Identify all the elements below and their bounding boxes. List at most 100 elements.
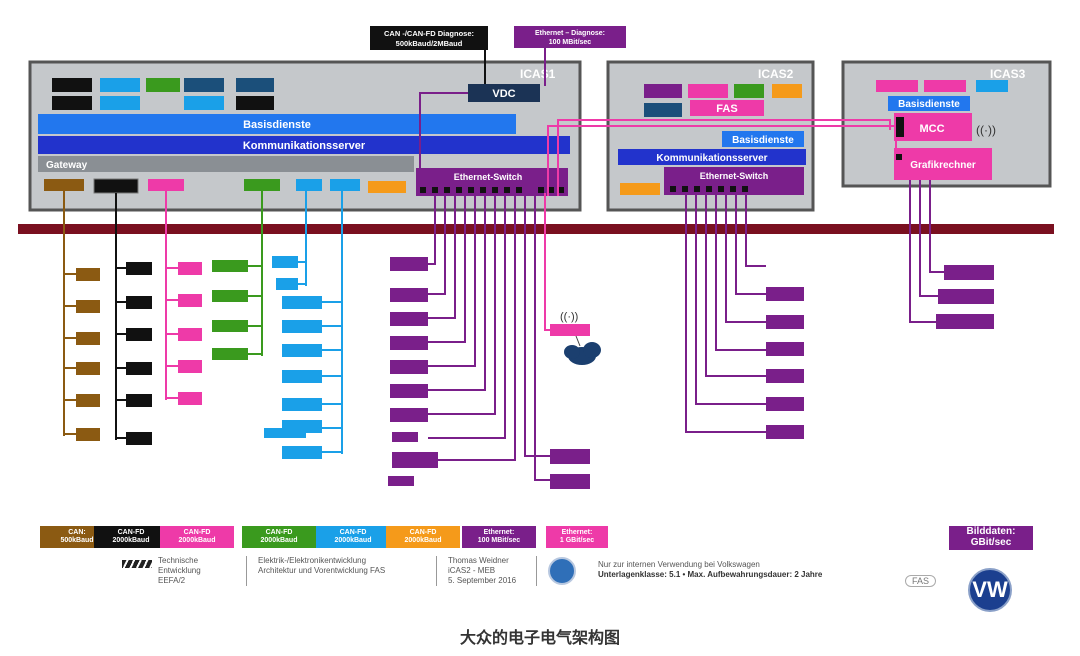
gateway-bus-connectors <box>44 178 406 194</box>
icas3-module-blocks <box>876 80 1008 92</box>
footer-notice: Nur zur internen Verwendung bei Volkswag… <box>598 560 822 580</box>
icas1-ethernet-branch <box>388 193 590 489</box>
architecture-diagram: ICAS1 ICAS2 ICAS3 CAN -/CAN-FD Diagnose:… <box>18 26 1054 489</box>
footer-notice-line2: Unterlagenklasse: 5.1 • Max. Aufbewahrun… <box>598 570 823 579</box>
bilddaten-legend: Bilddaten:GBit/sec <box>949 526 1033 550</box>
wlan-module <box>550 324 590 336</box>
canfd-green-branch <box>212 191 263 360</box>
footer-org-line3: EEFA/2 <box>158 576 186 585</box>
icas1-komm-bar <box>38 136 570 154</box>
legend-canfd-orange-line1: CAN-FD <box>409 529 437 536</box>
icas1-title: ICAS1 <box>520 67 556 81</box>
bilddaten-line1: Bilddaten: <box>966 526 1016 537</box>
fas-label: FAS <box>716 103 737 115</box>
footer-author-line2: iCAS2 - MEB <box>448 566 496 575</box>
icas2-basisdienste-label: Basisdienste <box>732 135 794 146</box>
wlan-cloud-link <box>575 335 581 347</box>
vdc-box <box>468 84 540 102</box>
footer-org-line2: Entwicklung <box>158 566 201 575</box>
bilddaten-line2: GBit/sec <box>970 537 1012 548</box>
icas2-title: ICAS2 <box>758 67 794 81</box>
canfd-blue-branch <box>264 191 343 459</box>
footer-separator-1 <box>246 556 247 586</box>
gateway-label: Gateway <box>46 160 88 171</box>
eth-diagnose-label-1: Ethernet – Diagnose: <box>535 30 605 37</box>
wlan-antenna-icon: ((·)) <box>560 311 578 323</box>
mcc-label: MCC <box>919 123 944 135</box>
icas2-orange-connector <box>620 183 660 195</box>
globe-icon <box>548 557 576 585</box>
fas-box <box>690 100 764 116</box>
footer-org-line1: Technische <box>158 556 199 565</box>
fas-car-icon: FAS <box>905 575 937 587</box>
footer-dept: Elektrik-/Elektronikentwicklung Architek… <box>258 556 385 576</box>
icas2-ethernet-switch-label: Ethernet-Switch <box>700 171 769 181</box>
icas2-switch-ports <box>670 186 748 192</box>
grafikrechner-port <box>896 154 902 160</box>
legend-eth1g: Ethernet:1 GBit/sec <box>546 526 608 548</box>
icas2-basisdienste-bar <box>722 131 804 147</box>
legend-canfd-green-line1: CAN-FD <box>265 529 293 536</box>
footer-notice-line1: Nur zur internen Verwendung bei Volkswag… <box>598 560 760 569</box>
icas3-basisdienste-label: Basisdienste <box>898 99 960 110</box>
eth-diagnose-label-box <box>514 26 626 48</box>
footer-separator-2 <box>436 556 437 586</box>
legend-canfd-orange-line2: 2000kBaud <box>404 537 442 544</box>
gigabit-links <box>547 119 897 196</box>
icas2-ethernet-branch <box>685 192 804 439</box>
eth-diagnose-label-2: 100 MBit/sec <box>549 39 592 46</box>
legend-canfd-blue-line2: 2000kBaud <box>334 537 372 544</box>
icas3-basisdienste-bar <box>888 96 970 111</box>
legend-canfd-black-line1: CAN-FD <box>117 529 145 536</box>
icas1-basisdienste-label: Basisdienste <box>243 119 311 131</box>
can-diagnose-label-box <box>370 26 488 50</box>
legend-canfd-pink-line2: 2000kBaud <box>178 537 216 544</box>
footer-author-line1: Thomas Weidner <box>448 556 509 565</box>
canfd-black-branch <box>115 193 152 445</box>
vdc-label: VDC <box>492 88 515 100</box>
legend-canfd-pink-line1: CAN-FD <box>183 529 211 536</box>
footer-author: Thomas Weidner iCAS2 - MEB 5. September … <box>448 556 516 586</box>
legend-eth1g-line1: Ethernet: <box>561 529 593 536</box>
can500-branch <box>63 191 100 441</box>
legend-eth100-line2: 100 MBit/sec <box>477 537 521 544</box>
grafikrechner-label: Grafikrechner <box>910 160 976 171</box>
legend-canfd-black-line2: 2000kBaud <box>112 537 150 544</box>
vdc-switch-link <box>419 92 468 170</box>
icas1-module-blocks <box>52 78 274 110</box>
legend-eth1g-line2: 1 GBit/sec <box>559 537 595 544</box>
footer-author-line3: 5. September 2016 <box>448 576 517 585</box>
legend-canfd-blue-line1: CAN-FD <box>339 529 367 536</box>
icas3-title: ICAS3 <box>990 67 1026 81</box>
footer-org: Technische Entwicklung EEFA/2 <box>158 556 201 586</box>
footer-dept-line1: Elektrik-/Elektronikentwicklung <box>258 556 367 565</box>
legend-eth100-line1: Ethernet: <box>483 529 515 536</box>
can-diagnose-label-1: CAN -/CAN-FD Diagnose: <box>384 29 474 38</box>
icas2-komm-label: Kommunikationsserver <box>656 153 767 164</box>
legend-can500-line1: CAN: <box>68 529 86 536</box>
icas1-ethernet-switch-label: Ethernet-Switch <box>454 172 523 182</box>
legend-eth100: Ethernet:100 MBit/sec <box>462 526 536 548</box>
icas1-basisdienste-bar <box>38 114 516 134</box>
mcc-antenna-icon: ((·)) <box>976 123 996 137</box>
icas1-switch-ports <box>420 187 564 193</box>
icas2-module-blocks <box>644 84 802 117</box>
grafikrechner-box <box>894 148 992 180</box>
gateway-bar <box>38 156 414 172</box>
vw-logo: VW <box>968 568 1012 612</box>
figure-caption: 大众的电子电气架构图 <box>459 630 620 647</box>
eefa-logo-icon <box>122 560 152 568</box>
footer-dept-line2: Architektur und Vorentwicklung FAS <box>258 566 386 575</box>
mcc-port-block <box>896 117 904 137</box>
icas2-komm-bar <box>618 149 806 165</box>
canfd-pink-branch <box>165 191 202 405</box>
mcc-box <box>894 113 972 141</box>
footer-separator-3 <box>536 556 537 586</box>
cloud-icon <box>564 342 601 365</box>
